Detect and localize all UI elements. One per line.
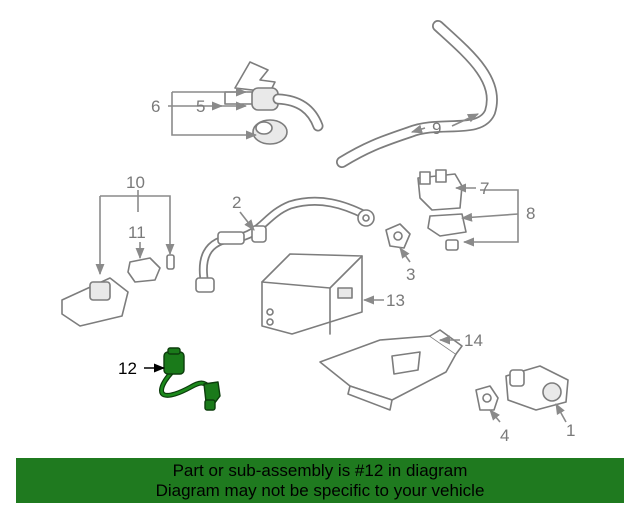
callout-1: 1	[566, 421, 575, 440]
leader-lines	[95, 87, 567, 423]
part-5-6-valve	[224, 61, 324, 145]
parts-diagram: 6 5 9 7 8 10 11 2 3 13 14 4 1 12	[61, 20, 575, 445]
banner-line-2: Diagram may not be specific to your vehi…	[155, 481, 485, 500]
part-12-oxygen-sensor	[159, 347, 221, 411]
callout-5: 5	[196, 97, 205, 116]
callout-12: 12	[118, 359, 137, 378]
callout-7: 7	[480, 179, 489, 198]
callout-2: 2	[232, 193, 241, 212]
part-13-canister	[261, 253, 363, 335]
part-10-11-housing	[61, 254, 175, 327]
callout-8: 8	[526, 204, 535, 223]
callout-3: 3	[406, 265, 415, 284]
part-1-4-valve	[475, 365, 569, 411]
info-banner: Part or sub-assembly is #12 in diagram D…	[16, 458, 624, 503]
part-2-pipe	[195, 196, 375, 293]
callout-9: 9	[432, 119, 441, 138]
part-9-hose	[336, 20, 498, 168]
callout-4: 4	[500, 426, 509, 445]
callout-13: 13	[386, 291, 405, 310]
callout-10: 10	[126, 173, 145, 192]
part-14-bracket	[319, 329, 463, 411]
part-7-8-bracket	[417, 169, 467, 251]
callout-6: 6	[151, 97, 160, 116]
callout-14: 14	[464, 331, 483, 350]
part-3-gasket	[385, 223, 411, 249]
callout-11: 11	[128, 223, 146, 242]
banner-line-1: Part or sub-assembly is #12 in diagram	[172, 461, 468, 480]
